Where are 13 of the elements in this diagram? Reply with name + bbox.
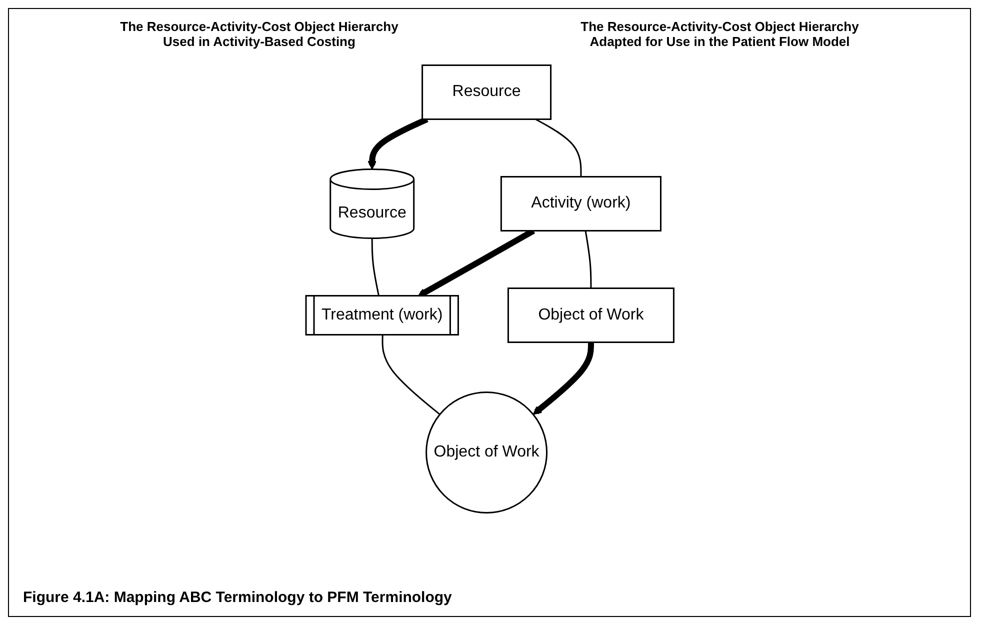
arrow — [532, 342, 594, 415]
connector — [584, 230, 592, 288]
connector — [371, 238, 380, 296]
column-heading: The Resource-Activity-Cost Object Hierarchy Adapted for Use in the Patient Flow Model — [580, 19, 860, 49]
connector — [381, 335, 440, 415]
arrow — [367, 116, 428, 170]
connector — [534, 118, 582, 177]
column-heading: The Resource-Activity-Cost Object Hierarchy Used in Activity-Based Costing — [119, 19, 400, 49]
figure-caption: Figure 4.1A: Mapping ABC Terminology to PFM Terminology — [23, 589, 452, 606]
node-box: Resource — [421, 64, 552, 120]
node-box: Activity (work) — [500, 176, 662, 232]
node-box: Object of Work — [507, 288, 674, 343]
node-circle: Object of Work — [425, 392, 548, 514]
